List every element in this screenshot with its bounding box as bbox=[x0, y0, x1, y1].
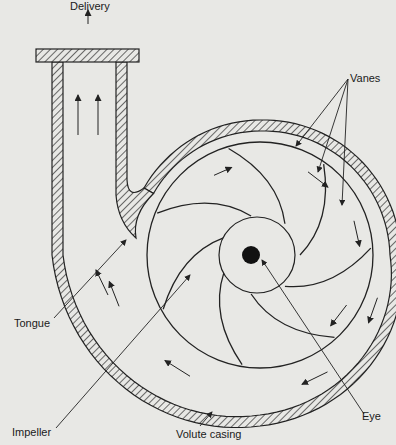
volute-casing bbox=[36, 49, 396, 428]
part-label: Impeller bbox=[12, 426, 51, 438]
leader-lines bbox=[54, 79, 364, 428]
part-label: Delivery bbox=[70, 0, 110, 12]
flow-arrows bbox=[78, 10, 377, 384]
impeller bbox=[147, 142, 373, 368]
part-label: Vanes bbox=[350, 72, 380, 84]
part-label: Volute casing bbox=[176, 428, 241, 440]
part-label: Tongue bbox=[14, 317, 50, 329]
part-label: Eye bbox=[362, 410, 381, 422]
